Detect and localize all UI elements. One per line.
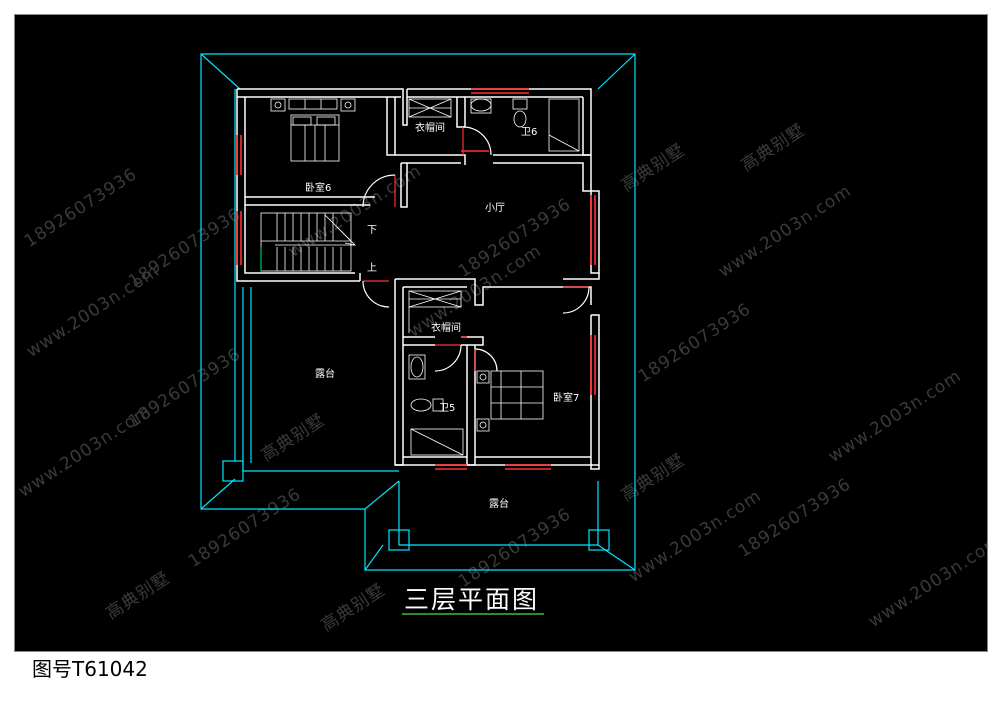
- doors: [362, 126, 590, 372]
- room-label-bath5: 卫5: [439, 403, 456, 414]
- title-underline: [402, 613, 544, 615]
- roof-outline: [200, 53, 636, 571]
- staircase: [260, 212, 357, 272]
- windows: [236, 88, 596, 470]
- drawing-canvas: 18926073936 www.2003n.com 18926073936 ww…: [14, 14, 988, 652]
- room-label-bedroom7: 卧室7: [553, 393, 580, 404]
- room-label-terrace-left: 露台: [315, 369, 335, 380]
- stair-label-up: 上: [367, 263, 377, 274]
- room-label-closet-mid: 衣帽间: [431, 323, 461, 334]
- room-label-bath6: 卫6: [521, 127, 538, 138]
- room-label-closet-top: 衣帽间: [415, 123, 445, 134]
- room-label-hall: 小厅: [485, 203, 505, 214]
- drawing-number: 图号T61042: [32, 657, 148, 681]
- furniture: [270, 98, 580, 456]
- room-label-terrace-bottom: 露台: [489, 499, 509, 510]
- room-label-bedroom6: 卧室6: [305, 183, 332, 194]
- floor-plan: [200, 53, 636, 571]
- stair-label-down: 下: [367, 225, 377, 236]
- drawing-title: 三层平面图: [404, 585, 540, 614]
